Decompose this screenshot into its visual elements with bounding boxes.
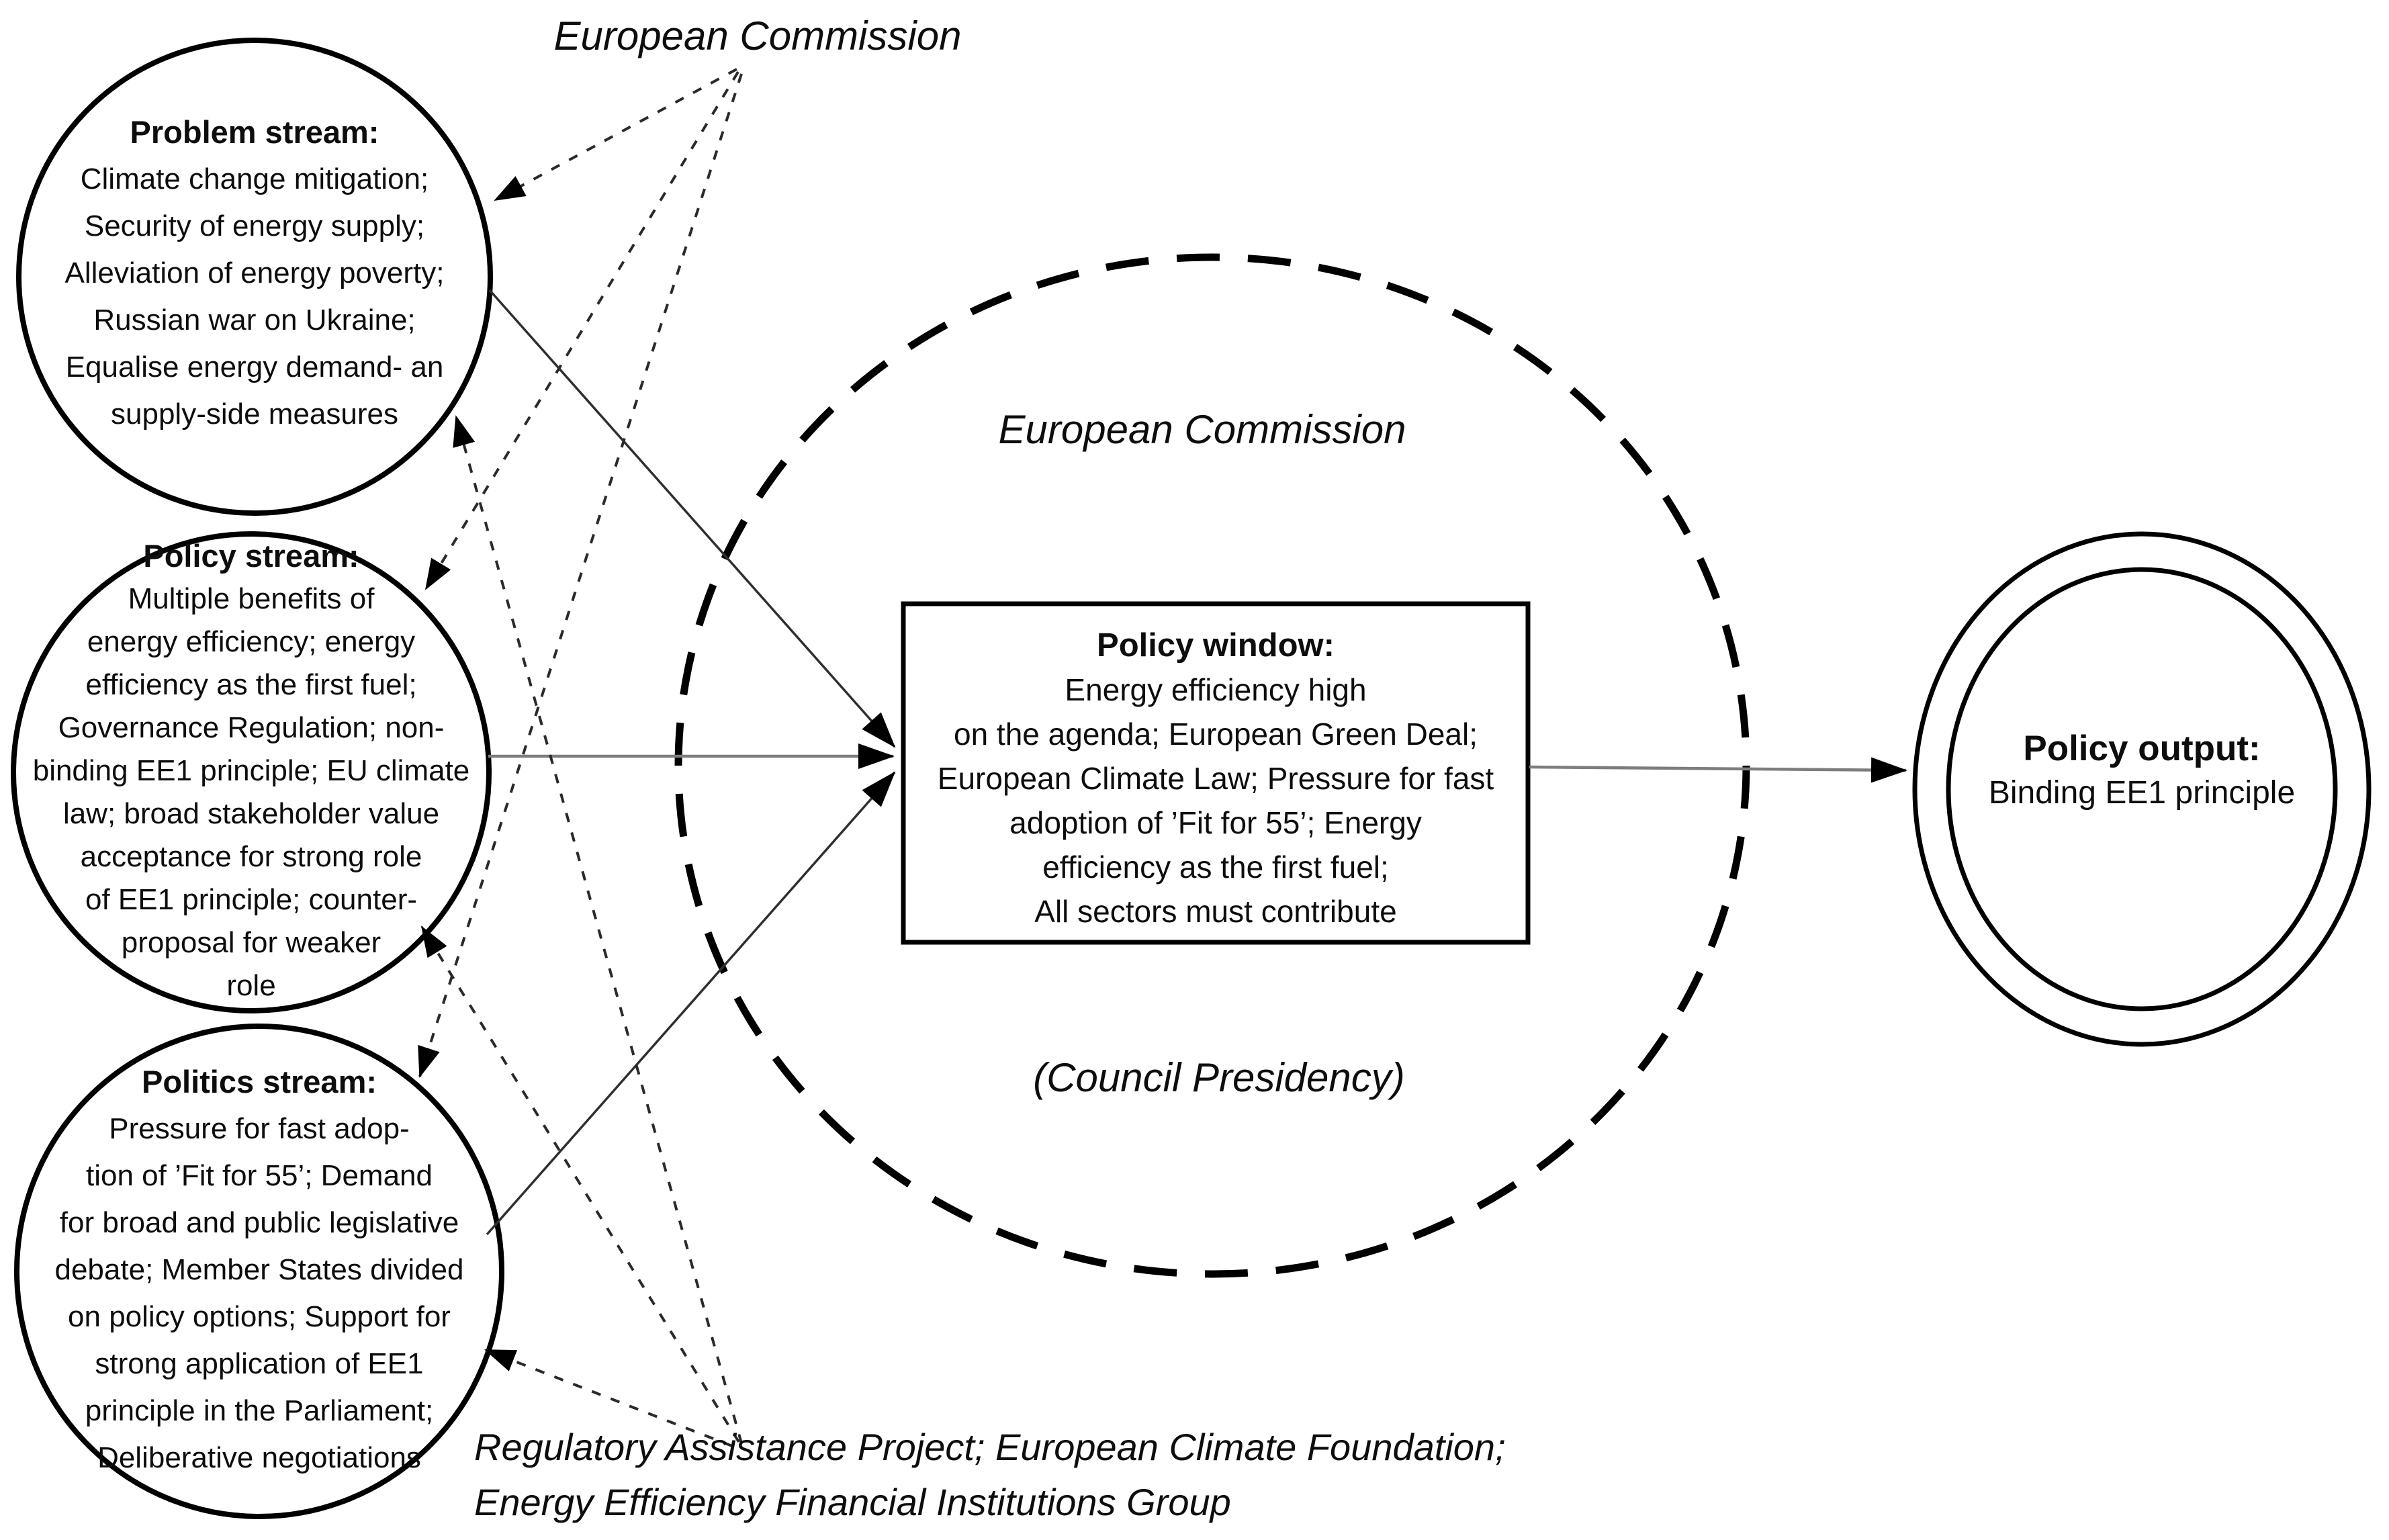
policy-stream-body: Multiple benefits of energy efficiency; … [32,582,470,1002]
policy-output-outer-circle [1912,531,2372,1047]
top-european-commission-label: European Commission [553,13,962,58]
politics-stream-circle [14,1024,504,1519]
problem-stream-body: Climate change mitigation; Security of e… [64,163,445,431]
policy-window-box [901,601,1531,945]
policy-output-body: Binding EE1 principle [1988,775,2296,811]
policy-window-dashed-circle [674,253,1750,1278]
arrow-commission-to-problem [494,68,737,201]
problem-stream-text: Problem stream: Climate change mitigatio… [26,109,483,438]
arrow-advocates-to-politics [484,1349,733,1447]
arrow-advocates-to-policy [420,925,740,1443]
arrow-politics-to-window [486,771,896,1236]
problem-stream-circle [16,38,493,516]
arrow-window-to-output [1529,757,1907,783]
policy-output-inner-circle [1946,567,2338,1011]
arrow-advocates-to-problem [453,415,743,1444]
window-european-commission-label: European Commission [998,407,1406,452]
arrow-problem-to-window [488,289,896,748]
policy-output-title: Policy output: [2023,729,2261,768]
politics-stream-text: Politics stream: Pressure for fast adop-… [38,1058,481,1482]
policy-output-text: Policy output: Binding EE1 principle [1927,727,2357,815]
council-presidency-label: (Council Presidency) [1033,1055,1405,1100]
politics-stream-title: Politics stream: [141,1064,377,1099]
problem-stream-title: Problem stream: [130,114,379,150]
policy-window-title: Policy window: [1097,627,1335,664]
arrow-commission-to-politics [418,73,743,1078]
advocacy-groups-label: Regulatory Assistance Project; European … [474,1426,1506,1523]
policy-window-text: Policy window: Energy efficiency high on… [917,623,1515,934]
policy-window-body: Energy efficiency high on the agenda; Eu… [937,672,1494,929]
politics-stream-body: Pressure for fast adop- tion of ’Fit for… [54,1112,464,1474]
policy-stream-text: Policy stream: Multiple benefits of ener… [30,535,473,1007]
policy-stream-title: Policy stream: [143,538,359,574]
policy-stream-circle [11,531,492,1013]
